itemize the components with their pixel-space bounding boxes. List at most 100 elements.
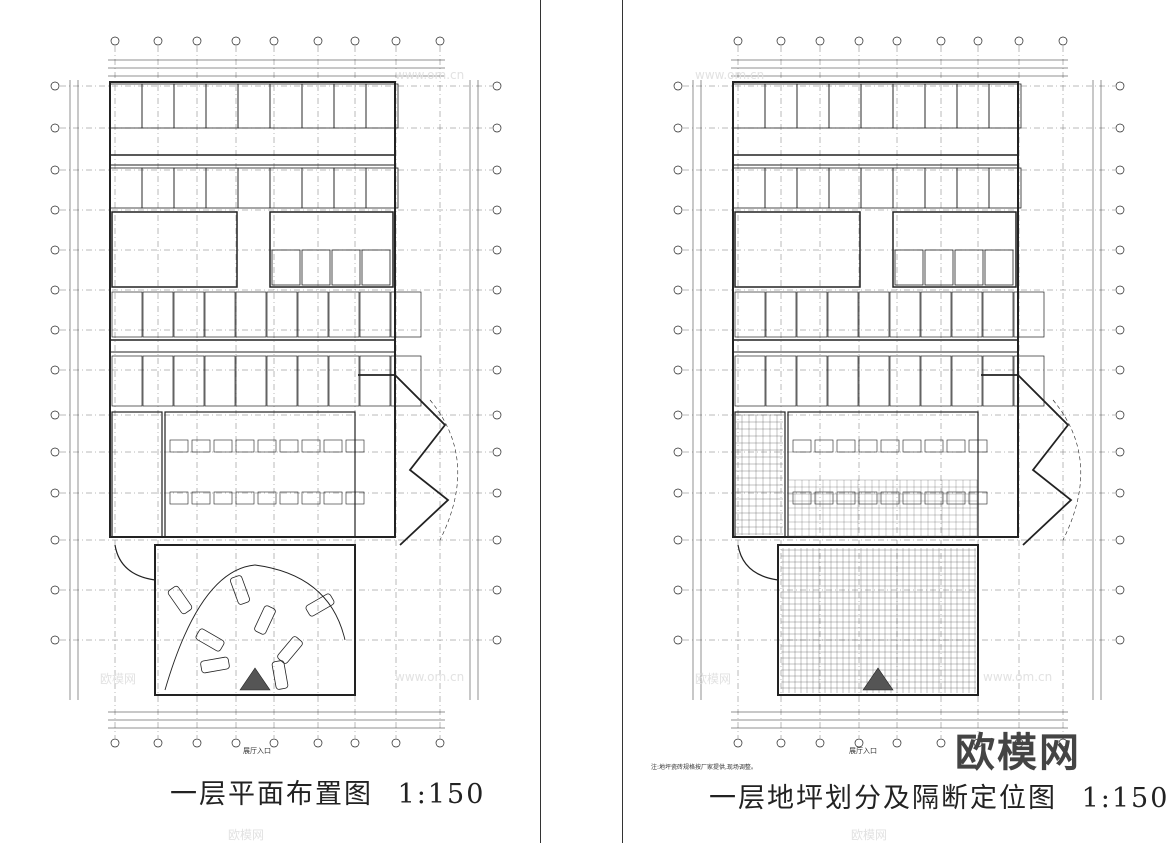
brand-logo: 欧模网 — [955, 730, 1081, 776]
office-room — [333, 167, 367, 209]
service-bay — [765, 291, 797, 338]
axis-bubble — [1115, 123, 1125, 133]
service-bay — [982, 291, 1014, 338]
axis-bubble — [1115, 447, 1125, 457]
title-text: 一层平面布置图 — [170, 779, 373, 810]
service-bay — [827, 291, 859, 338]
desk — [814, 439, 834, 453]
service-bay — [142, 291, 174, 338]
axis-bubble — [673, 81, 683, 91]
axis-bubble — [492, 410, 502, 420]
display-car — [195, 628, 225, 652]
service-bay — [359, 291, 391, 338]
small-room — [894, 249, 924, 286]
curved-wall — [114, 544, 156, 581]
first-floor-layout-plan — [50, 36, 502, 748]
small-room — [361, 249, 391, 286]
desk — [323, 491, 343, 505]
axis-bubble — [776, 738, 786, 748]
service-bay — [858, 355, 890, 407]
small-room — [301, 249, 331, 286]
desk — [323, 439, 343, 453]
service-bay — [796, 355, 828, 407]
workshop-room — [734, 211, 861, 288]
desk — [880, 439, 900, 453]
service-bay — [328, 291, 360, 338]
axis-bubble — [492, 635, 502, 645]
axis-bubble — [673, 245, 683, 255]
axis-bubble — [673, 365, 683, 375]
axis-bubble — [492, 325, 502, 335]
axis-bubble — [1058, 738, 1068, 748]
desk — [858, 491, 878, 505]
canopy-arc — [1052, 399, 1082, 541]
axis-bubble — [673, 585, 683, 595]
service-bay — [390, 291, 422, 338]
axis-bubble — [1058, 36, 1068, 46]
service-bay — [266, 291, 298, 338]
display-car — [230, 575, 250, 605]
axis-bubble — [192, 738, 202, 748]
small-room — [924, 249, 954, 286]
canopy-arc — [429, 399, 459, 541]
desk — [902, 491, 922, 505]
axis-bubble — [673, 285, 683, 295]
office-room — [269, 83, 303, 129]
service-block — [269, 211, 394, 288]
service-bay — [920, 355, 952, 407]
axis-bubble — [1014, 36, 1024, 46]
axis-bubble — [492, 123, 502, 133]
axis-bubble — [391, 36, 401, 46]
axis-bubble — [815, 738, 825, 748]
restroom-block — [111, 411, 163, 538]
service-bay — [951, 355, 983, 407]
axis-bubble — [673, 325, 683, 335]
display-car — [305, 593, 335, 617]
service-bay — [1013, 355, 1045, 407]
axis-bubble — [231, 36, 241, 46]
desk — [858, 439, 878, 453]
floor-division-partition-plan — [673, 36, 1125, 748]
office-room — [237, 83, 271, 129]
axis-bubble — [435, 36, 445, 46]
office-room — [269, 167, 303, 209]
axis-bubble — [854, 738, 864, 748]
service-bay — [204, 355, 236, 407]
office-room — [237, 167, 271, 209]
display-car — [167, 585, 193, 615]
axis-bubble — [50, 535, 60, 545]
axis-bubble — [231, 738, 241, 748]
service-bay — [796, 291, 828, 338]
axis-bubble — [492, 245, 502, 255]
axis-bubble — [50, 488, 60, 498]
axis-bubble — [673, 205, 683, 215]
small-room — [984, 249, 1014, 286]
axis-bubble — [50, 365, 60, 375]
desk — [257, 491, 277, 505]
axis-bubble — [492, 488, 502, 498]
axis-bubble — [50, 123, 60, 133]
axis-bubble — [673, 123, 683, 133]
axis-bubble — [733, 738, 743, 748]
office-room — [173, 167, 207, 209]
axis-bubble — [776, 36, 786, 46]
service-bay — [204, 291, 236, 338]
small-room — [331, 249, 361, 286]
axis-bubble — [492, 535, 502, 545]
desk — [235, 491, 255, 505]
axis-bubble — [936, 738, 946, 748]
service-block — [892, 211, 1017, 288]
showroom-outline — [154, 544, 356, 696]
office-room — [173, 83, 207, 129]
desk — [301, 491, 321, 505]
axis-bubble — [1115, 165, 1125, 175]
watermark: 欧模网 — [100, 672, 137, 686]
axis-bubble — [673, 635, 683, 645]
entrance-ramp — [862, 667, 894, 691]
service-bay — [827, 355, 859, 407]
axis-bubble — [269, 36, 279, 46]
service-bay — [765, 355, 797, 407]
axis-bubble — [350, 738, 360, 748]
display-platform — [164, 564, 346, 691]
desk — [345, 439, 365, 453]
